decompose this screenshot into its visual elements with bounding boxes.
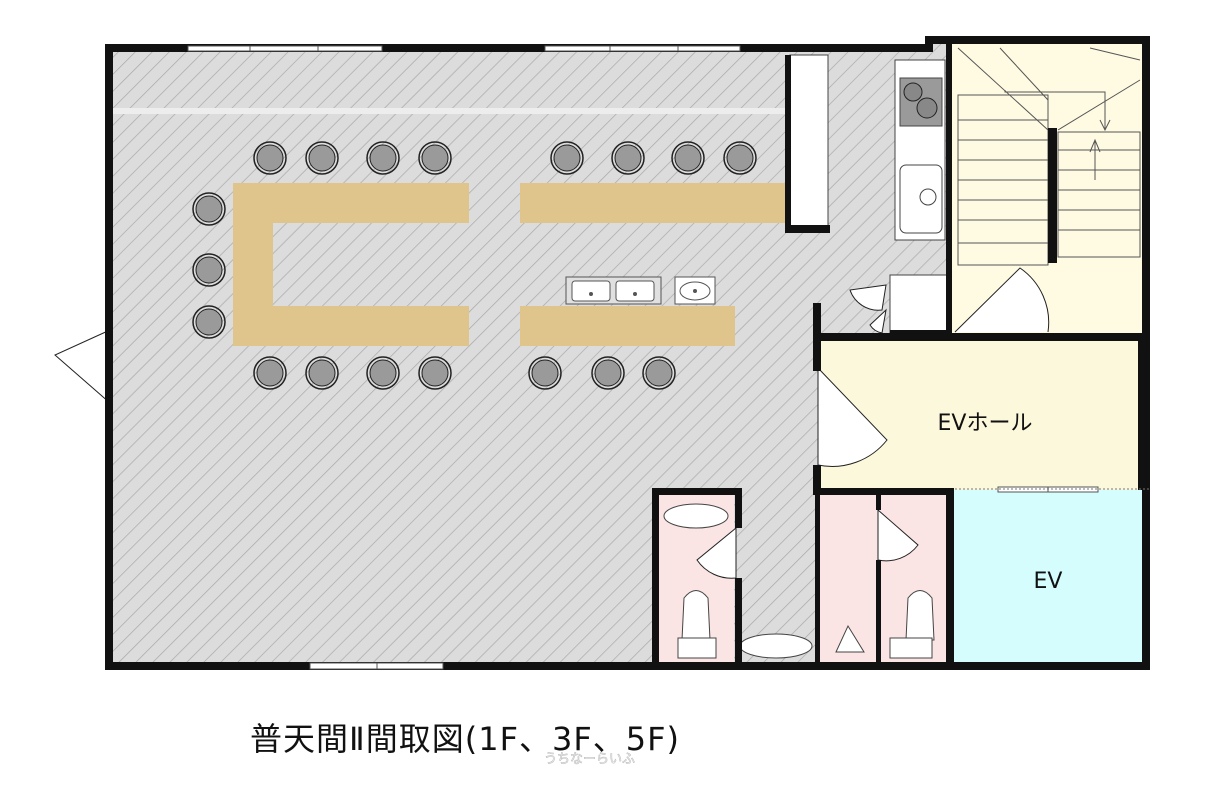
doors xyxy=(54,284,919,579)
windows xyxy=(187,45,1150,670)
ev-hall-label: EVホール xyxy=(938,411,1033,436)
ev-hall-room xyxy=(820,340,1142,490)
chair xyxy=(671,141,705,175)
chair xyxy=(528,356,562,390)
chair xyxy=(591,356,625,390)
kitchen-counter xyxy=(789,54,949,334)
chair xyxy=(642,356,676,390)
ev-room xyxy=(950,490,1142,662)
toilet-fixtures xyxy=(663,503,935,659)
chair xyxy=(253,356,287,390)
chair xyxy=(253,141,287,175)
chair xyxy=(366,141,400,175)
chair xyxy=(305,141,339,175)
chair xyxy=(418,356,452,390)
walls xyxy=(105,36,1150,670)
sinks xyxy=(565,276,716,305)
ev-label: EV xyxy=(1034,569,1063,594)
chair xyxy=(192,253,226,287)
tables xyxy=(233,183,785,346)
watermark: うちなーらいふ xyxy=(544,752,636,768)
chair xyxy=(192,192,226,226)
chair xyxy=(305,356,339,390)
chair xyxy=(550,141,584,175)
staircase xyxy=(950,42,1145,337)
chair xyxy=(418,141,452,175)
page-title: 普天間Ⅱ間取図(1F、3F、5F) xyxy=(250,720,681,758)
chairs xyxy=(192,141,757,390)
chair xyxy=(611,141,645,175)
chair xyxy=(723,141,757,175)
chair xyxy=(192,305,226,339)
chair xyxy=(366,356,400,390)
